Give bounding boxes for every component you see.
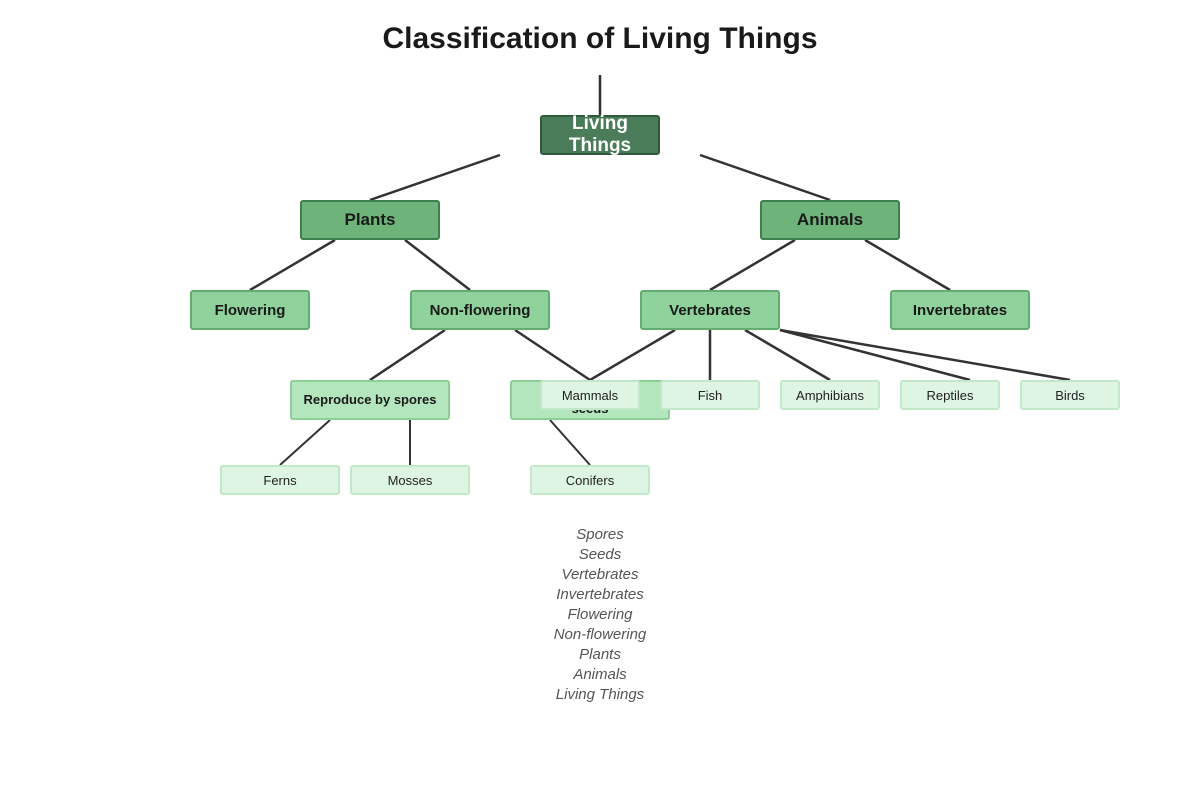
edge-animals-vertebrates [709,238,796,292]
node-ferns: Ferns [220,465,340,495]
node-non-flowering: Non-flowering [410,290,550,330]
node-reproduce-by-spores: Reproduce by spores [290,380,450,420]
node-invertebrates: Invertebrates [890,290,1030,330]
legend-item: Plants [579,646,621,663]
legend-item: Vertebrates [561,566,639,583]
legend-item: Spores [576,526,624,543]
legend-item: Invertebrates [556,586,644,603]
edge-vertebrates-mammals [589,328,676,382]
edge-spores-ferns [279,419,331,466]
edge-seeds-conifers [549,419,591,466]
legend-list: Spores Seeds Vertebrates Invertebrates F… [0,525,1200,705]
edge-vertebrates-amphibians [744,328,831,382]
node-animals: Animals [760,200,900,240]
node-vertebrates: Vertebrates [640,290,780,330]
legend-item: Animals [573,666,627,683]
node-mammals: Mammals [540,380,640,410]
legend-item: Flowering [567,606,633,623]
node-birds: Birds [1020,380,1120,410]
legend-item: Living Things [555,686,645,703]
edge-vertebrates-birds [779,328,1071,382]
diagram-title: Classification of Living Things [382,22,818,55]
node-flowering: Flowering [190,290,310,330]
edge-plants-nonflowering [404,239,471,291]
node-mosses: Mosses [350,465,470,495]
edge-nonflowering-seeds [514,328,591,382]
edge-nonflowering-spores [369,328,446,382]
edge-plants-flowering [249,238,336,292]
legend-item: Seeds [578,546,622,563]
edge-living-animals [699,153,831,202]
node-plants: Plants [300,200,440,240]
node-living-things: Living Things [540,113,660,156]
edge-living-plants [369,153,501,202]
edge-vertebrates-reptiles [779,328,971,382]
edge-animals-invertebrates [864,238,951,292]
node-amphibians: Amphibians [780,380,880,410]
legend-item: Non-flowering [553,626,647,643]
node-reptiles: Reptiles [900,380,1000,410]
node-conifers: Conifers [530,465,650,495]
node-fish: Fish [660,380,760,410]
